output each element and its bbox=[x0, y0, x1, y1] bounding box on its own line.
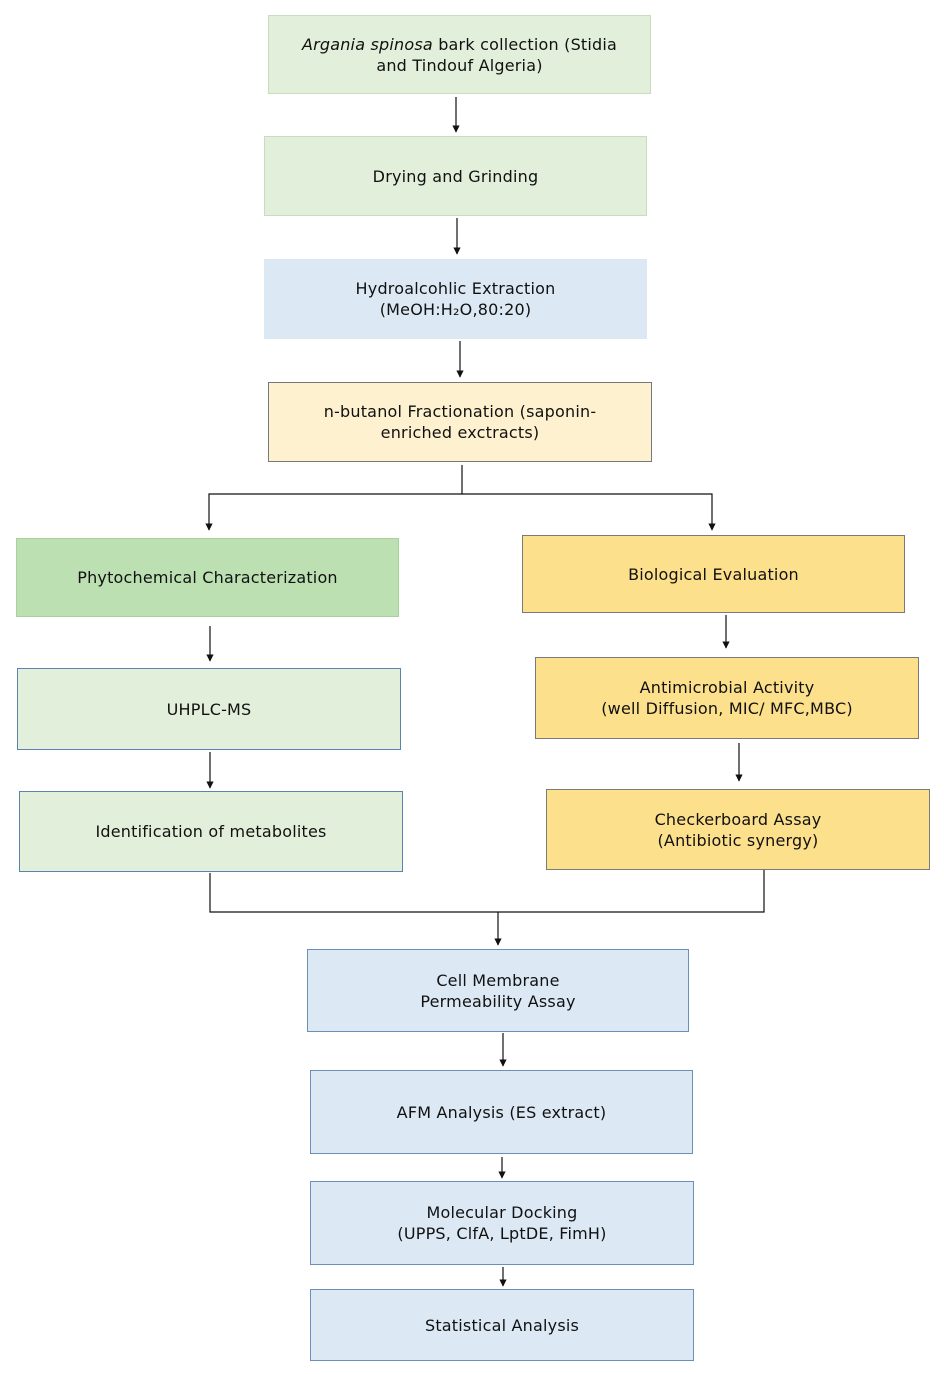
identification-label: Identification of metabolites bbox=[95, 822, 327, 841]
antimicrobial-line-2: (well Diffusion, MIC/ MFC,MBC) bbox=[601, 699, 853, 718]
docking-line-2: (UPPS, ClfA, LptDE, FimH) bbox=[397, 1224, 607, 1243]
node-molecular-docking: Molecular Docking (UPPS, ClfA, LptDE, Fi… bbox=[310, 1181, 694, 1265]
uhplc-label: UHPLC-MS bbox=[166, 699, 252, 719]
species-name: Argania spinosa bbox=[301, 34, 433, 54]
membrane-line-1: Cell Membrane bbox=[436, 970, 560, 990]
fractionation-line-1: n-butanol Fractionation (saponin- bbox=[323, 402, 597, 421]
membrane-line-2: Permeability Assay bbox=[420, 991, 576, 1011]
node-biological-evaluation: Biological Evaluation bbox=[522, 535, 905, 613]
split-connector-right bbox=[462, 493, 716, 531]
extraction-line-1: Hydroalcohlic Extraction bbox=[355, 279, 556, 298]
afm-label: AFM Analysis (ES extract) bbox=[396, 1102, 607, 1122]
phytochem-label: Phytochemical Characterization bbox=[77, 568, 338, 587]
node-phytochemical-characterization: Phytochemical Characterization bbox=[16, 538, 399, 617]
checkerboard-line-2: (Antibiotic synergy) bbox=[657, 830, 819, 850]
split-connector bbox=[205, 465, 463, 531]
merge-connector-left bbox=[209, 870, 765, 913]
node-statistical-analysis: Statistical Analysis bbox=[310, 1289, 694, 1361]
fractionation-line-2: enriched exctracts) bbox=[380, 423, 540, 442]
checkerboard-line-1: Checkerboard Assay bbox=[654, 809, 822, 829]
node-cell-membrane-permeability: Cell Membrane Permeability Assay bbox=[307, 949, 689, 1032]
node-bark-collection: Argania spinosa bark collection (Stidia … bbox=[268, 15, 651, 94]
collection-text-2: and Tindouf Algeria) bbox=[376, 55, 543, 75]
node-checkerboard-assay: Checkerboard Assay (Antibiotic synergy) bbox=[546, 789, 930, 870]
node-identification-metabolites: Identification of metabolites bbox=[19, 791, 403, 872]
node-antimicrobial-activity: Antimicrobial Activity (well Diffusion, … bbox=[535, 657, 919, 739]
node-drying-grinding: Drying and Grinding bbox=[264, 136, 647, 216]
collection-text-1: bark collection (Stidia bbox=[432, 34, 618, 54]
docking-line-1: Molecular Docking bbox=[426, 1203, 578, 1222]
node-uhplc-ms: UHPLC-MS bbox=[17, 668, 401, 750]
statistics-label: Statistical Analysis bbox=[424, 1315, 580, 1335]
antimicrobial-line-1: Antimicrobial Activity bbox=[639, 678, 815, 697]
bio-eval-label: Biological Evaluation bbox=[628, 564, 799, 584]
node-afm-analysis: AFM Analysis (ES extract) bbox=[310, 1070, 693, 1154]
node-butanol-fractionation: n-butanol Fractionation (saponin- enrich… bbox=[268, 382, 652, 462]
extraction-line-2: (MeOH:H₂O,80:20) bbox=[379, 300, 532, 319]
drying-label: Drying and Grinding bbox=[372, 166, 539, 186]
node-hydroalcoholic-extraction: Hydroalcohlic Extraction (MeOH:H₂O,80:20… bbox=[264, 259, 647, 339]
